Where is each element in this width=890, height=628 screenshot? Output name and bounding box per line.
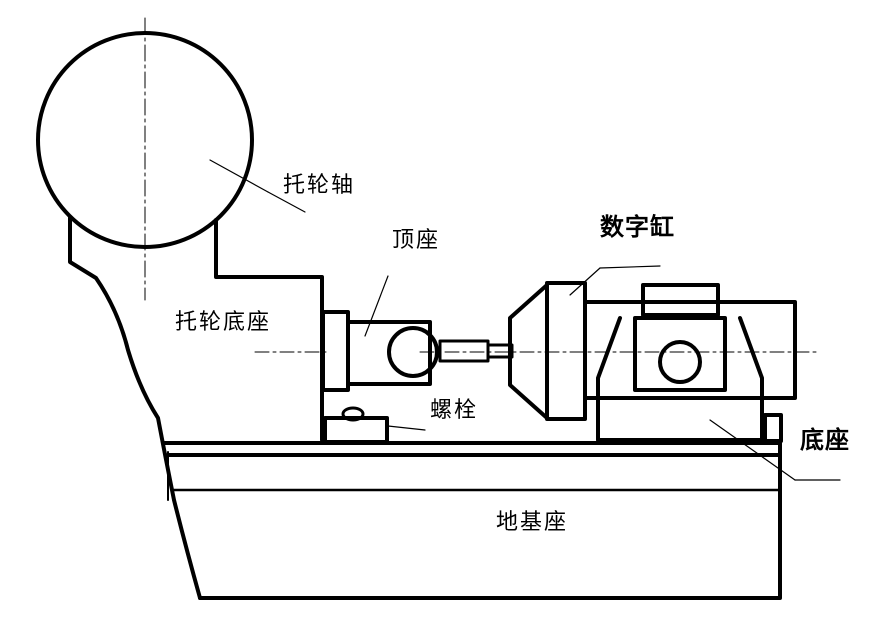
top-seat [254, 275, 439, 392]
roller-base-outline [68, 216, 202, 600]
label-bolt: 螺栓 [430, 398, 479, 423]
label-digital-cylinder: 数字缸 [600, 213, 675, 241]
label-base: 底座 [800, 426, 850, 454]
label-top-seat: 顶座 [392, 228, 441, 253]
label-foundation: 地基座 [496, 510, 569, 535]
cylinder-base [596, 283, 841, 481]
foundation-block [163, 441, 782, 600]
label-roller-base: 托轮底座 [175, 310, 272, 335]
digital-cylinder [508, 265, 797, 421]
roller-shaft-leader [209, 159, 269, 193]
bolt [323, 406, 426, 444]
connecting-rod [419, 339, 821, 363]
label-roller-shaft: 托轮轴 [283, 173, 356, 198]
